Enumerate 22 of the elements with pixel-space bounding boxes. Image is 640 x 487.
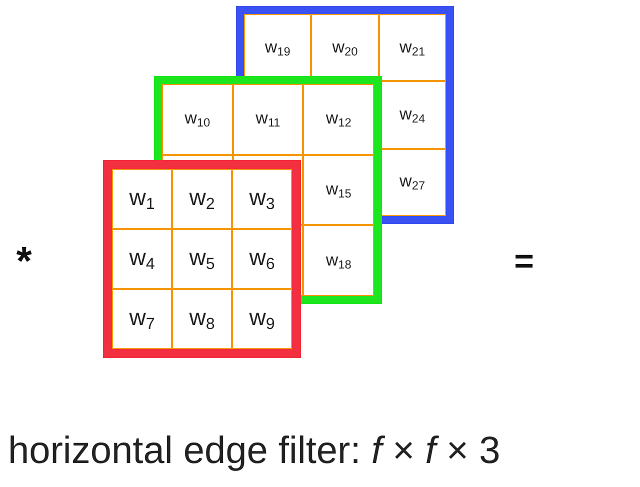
weight-label: w$_{7}$ <box>129 304 155 334</box>
caption: horizontal edge filter: f × f × 3 <box>8 430 500 473</box>
weight-label: w$_{6}$ <box>249 244 275 274</box>
weight-label: w$_{15}$ <box>326 180 352 200</box>
weight-label: w$_{9}$ <box>249 304 275 334</box>
weight-label: w$_{10}$ <box>184 108 210 130</box>
weight-label: w$_{8}$ <box>189 304 215 334</box>
weight-label: w$_{18}$ <box>326 250 352 272</box>
weight-label: w$_{11}$ <box>256 108 280 130</box>
weight-label: w$_{19}$ <box>264 37 290 58</box>
operator-symbol: = <box>514 242 534 282</box>
weight-label: w$_{2}$ <box>189 184 215 214</box>
operator-symbol: * <box>16 240 32 284</box>
weight-label: w$_{5}$ <box>189 244 215 274</box>
weight-label: w$_{1}$ <box>129 184 155 214</box>
weight-label: w$_{20}$ <box>332 37 358 58</box>
weight-label: w$_{4}$ <box>129 244 155 274</box>
weight-label: w$_{12}$ <box>326 108 352 130</box>
weight-label: w$_{27}$ <box>400 172 426 193</box>
weight-label: w$_{3}$ <box>249 184 275 214</box>
weight-label: w$_{24}$ <box>400 104 426 126</box>
weight-label: w$_{21}$ <box>400 37 426 58</box>
